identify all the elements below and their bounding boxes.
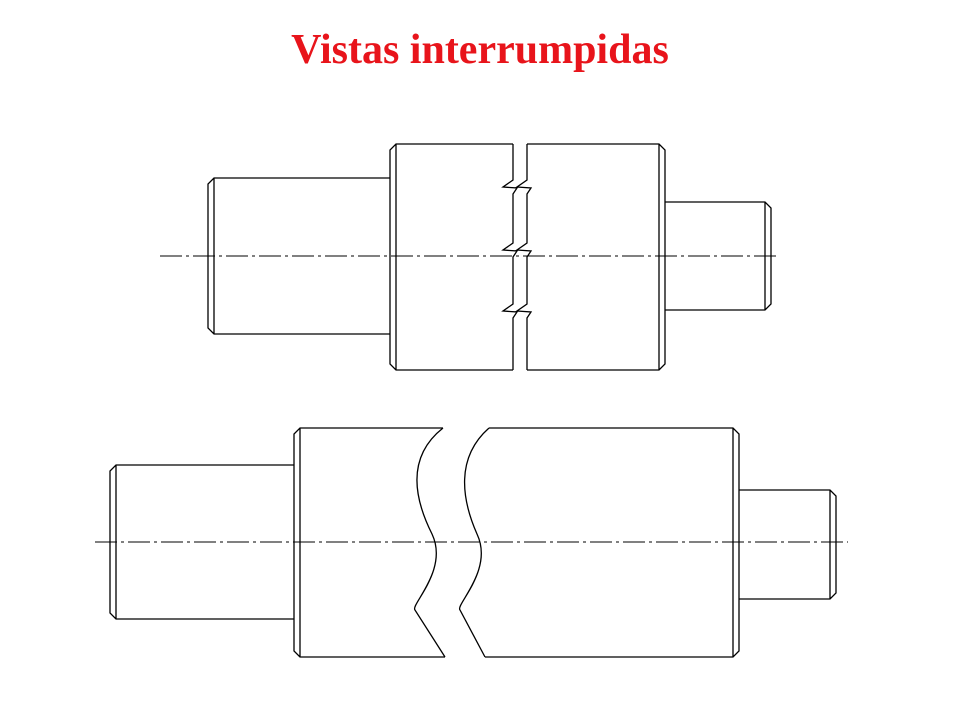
bottom-break-line-left — [414, 427, 446, 658]
bottom-middle-cylinder-left — [293, 427, 445, 658]
bottom-right-cylinder — [739, 489, 837, 600]
top-middle-cylinder-right — [527, 143, 666, 371]
shaft-top-zigzag-break — [160, 143, 780, 371]
top-break-line-left — [501, 144, 519, 370]
page-title: Vistas interrumpidas — [291, 27, 669, 73]
bottom-break-line-right — [459, 427, 490, 658]
top-break-line-right — [515, 144, 533, 370]
bottom-middle-cylinder-right — [485, 427, 740, 658]
top-middle-cylinder-left — [389, 143, 513, 371]
shaft-bottom-wavy-break — [95, 427, 848, 658]
